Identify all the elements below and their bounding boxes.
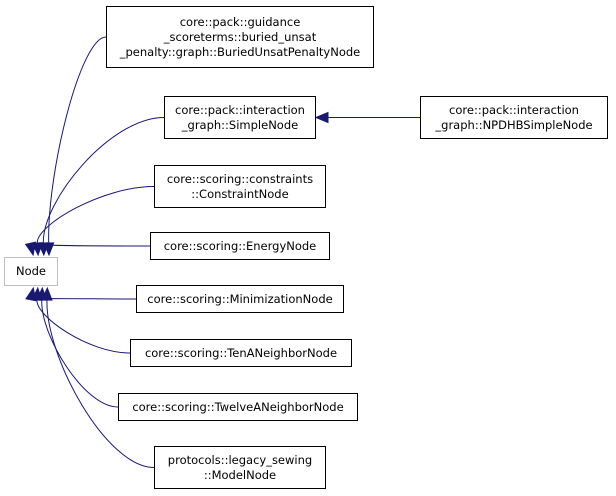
node-label-line: core::scoring::constraints — [166, 171, 314, 186]
arrowhead-energy-node — [24, 241, 37, 257]
node-label-line: core::scoring::TenANeighborNode — [144, 345, 338, 360]
edge-ten-a-neighbor-node-to-node — [36, 299, 131, 354]
edge-constraint-node-to-node — [36, 186, 155, 244]
edge-simple-node-to-node — [42, 117, 165, 244]
node-label-line: core::scoring::EnergyNode — [163, 238, 317, 253]
arrowhead-model-node — [41, 286, 53, 301]
node-root: Node — [4, 257, 58, 286]
node-label-line: _graph::SimpleNode — [181, 117, 299, 132]
node-label-line: _penalty::graph::BuriedUnsatPenaltyNode — [119, 44, 361, 59]
node-label-line: protocols::legacy_sewing — [167, 452, 313, 467]
node-simple-node[interactable]: core::pack::interaction _graph::SimpleNo… — [164, 96, 316, 139]
node-label-line: ::ModelNode — [203, 467, 277, 482]
node-label-line: core::scoring::TwelveANeighborNode — [132, 399, 344, 414]
node-minimization-node[interactable]: core::scoring::MinimizationNode — [136, 285, 344, 313]
node-label-line: Node — [15, 264, 46, 278]
node-label-line: core::pack::guidance — [179, 14, 301, 29]
edge-twelve-a-neighbor-node-to-node — [41, 299, 119, 408]
node-label-line: ::ConstraintNode — [191, 186, 289, 201]
node-label-line: _scoreterms::buried_unsat — [163, 29, 317, 44]
node-label-line: _graph::NPDHBSimpleNode — [435, 117, 593, 132]
node-label-line: core::scoring::MinimizationNode — [147, 291, 333, 306]
node-label-line: core::pack::interaction — [175, 102, 305, 117]
edge-model-node-to-node — [46, 299, 155, 468]
node-twelve-a-neighbor-node[interactable]: core::scoring::TwelveANeighborNode — [118, 393, 358, 421]
edge-buried-unsat-penalty-node-to-node — [48, 36, 107, 244]
node-label-line: core::pack::interaction — [449, 102, 579, 117]
node-buried-unsat-penalty[interactable]: core::pack::guidance _scoreterms::buried… — [106, 6, 374, 68]
node-npdhb-simple-node[interactable]: core::pack::interaction _graph::NPDHBSim… — [420, 96, 608, 139]
arrowhead-npdhb-simple-node — [314, 111, 329, 124]
node-model-node[interactable]: protocols::legacy_sewing ::ModelNode — [154, 446, 326, 489]
node-ten-a-neighbor-node[interactable]: core::scoring::TenANeighborNode — [130, 339, 352, 367]
node-constraint-node[interactable]: core::scoring::constraints ::ConstraintN… — [154, 165, 326, 208]
node-energy-node[interactable]: core::scoring::EnergyNode — [150, 232, 330, 260]
